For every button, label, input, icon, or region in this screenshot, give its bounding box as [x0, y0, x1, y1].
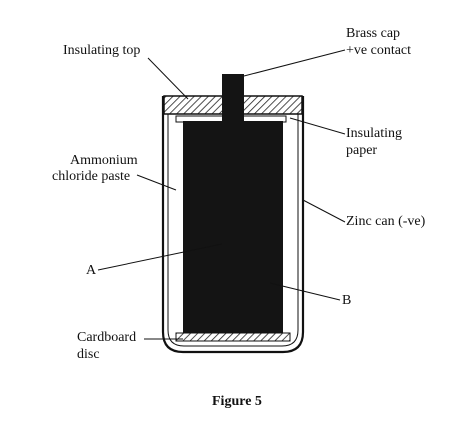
leader-zinc-can — [302, 199, 346, 223]
label-a: A — [86, 263, 97, 278]
cardboard-disc — [175, 332, 291, 342]
label-zinc-can: Zinc can (-ve) — [346, 214, 426, 229]
leader-insulating-top — [147, 57, 189, 100]
label-ve-contact: +ve contact — [346, 43, 412, 58]
leader-a — [97, 243, 223, 271]
label-ammonium: Ammonium — [70, 153, 138, 168]
label-cardboard: Cardboard — [77, 330, 137, 345]
zinc-can-inner-wall — [167, 100, 299, 347]
leader-ammonium-chloride-paste — [136, 174, 177, 191]
leader-brass-cap — [243, 49, 346, 77]
figure-caption: Figure 5 — [212, 394, 262, 409]
brass-cap — [222, 74, 244, 122]
label-insulating-top: Insulating top — [63, 43, 141, 58]
label-chloride-paste: chloride paste — [52, 169, 131, 184]
label-b: B — [342, 293, 352, 308]
label-disc: disc — [77, 347, 100, 362]
carbon-rod-core — [183, 121, 283, 333]
leader-b — [269, 282, 341, 301]
zinc-can — [161, 96, 305, 354]
label-insulating: Insulating — [346, 126, 402, 141]
leader-insulating-paper — [289, 117, 346, 135]
label-paper: paper — [346, 143, 378, 158]
label-brass-cap: Brass cap — [346, 26, 401, 41]
